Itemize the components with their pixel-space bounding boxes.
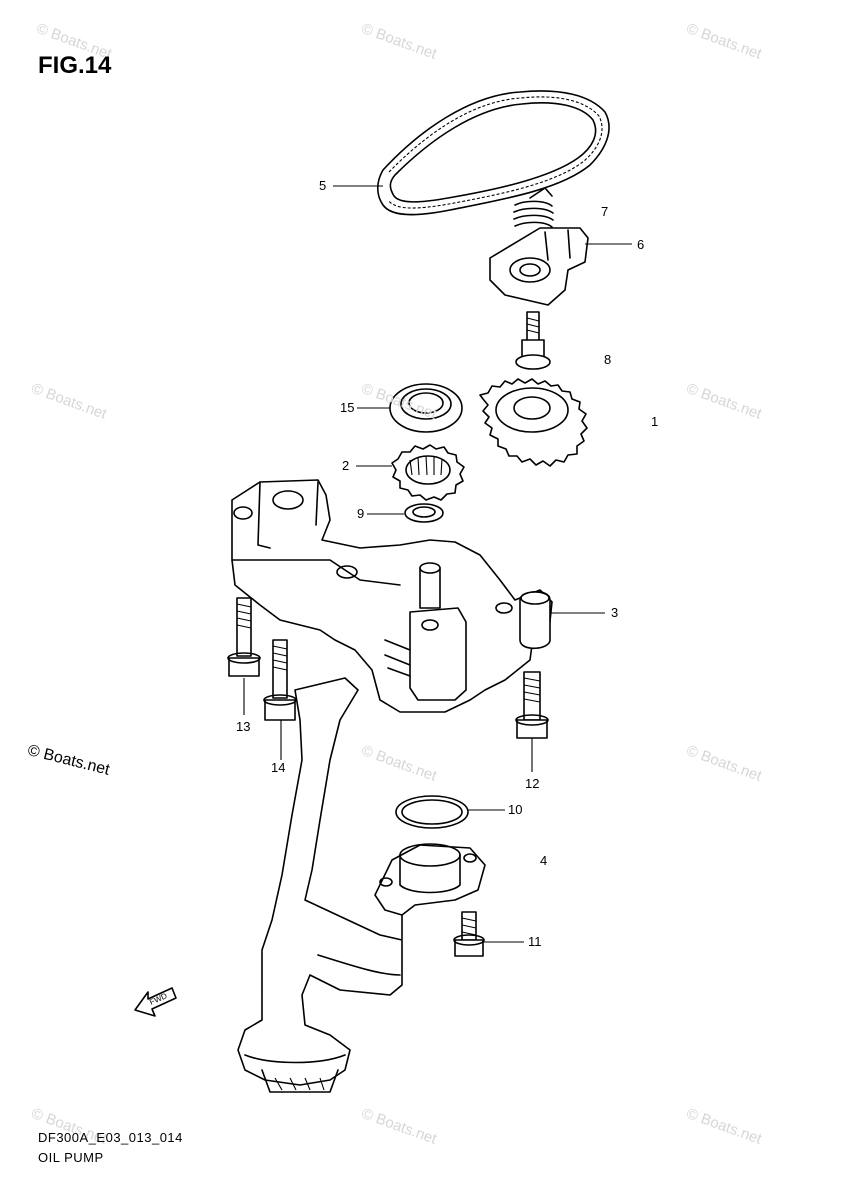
drawing-code: DF300A_E03_013_014	[38, 1130, 183, 1145]
callout-8: 8	[604, 352, 612, 367]
callout-6: 6	[637, 237, 645, 252]
part-8-pivot-bolt	[515, 311, 551, 370]
section-name: OIL PUMP	[38, 1150, 104, 1165]
callout-5: 5	[319, 178, 327, 193]
part-4-strainer	[237, 677, 486, 1093]
callout-3: 3	[611, 605, 619, 620]
part-14-bolt	[263, 639, 297, 721]
figure-title: FIG.14	[38, 52, 112, 79]
leader-lines	[243, 185, 632, 943]
part-5-chain	[376, 90, 610, 216]
callout-9: 9	[357, 506, 365, 521]
part-6-tensioner	[489, 227, 589, 306]
fwd-arrow-icon: FWD	[134, 987, 177, 1017]
callout-12: 12	[525, 776, 540, 791]
part-7-spring	[513, 187, 554, 228]
part-3-pump-body	[231, 479, 553, 713]
part-10-o-ring	[395, 795, 469, 829]
part-12-bolt	[515, 671, 549, 739]
part-9-washer	[404, 503, 444, 523]
callout-14: 14	[271, 760, 286, 775]
callout-15: 15	[340, 400, 355, 415]
part-15-seal	[389, 383, 463, 433]
callout-4: 4	[540, 853, 548, 868]
callout-1: 1	[651, 414, 659, 429]
part-13-bolt	[227, 597, 261, 677]
callout-13: 13	[236, 719, 251, 734]
callout-10: 10	[508, 802, 523, 817]
part-1-sprocket	[479, 378, 588, 467]
part-11-bolt	[453, 911, 485, 957]
part-2-gear	[391, 444, 465, 501]
callout-11: 11	[528, 934, 542, 949]
callout-2: 2	[342, 458, 350, 473]
callout-7: 7	[601, 204, 609, 219]
